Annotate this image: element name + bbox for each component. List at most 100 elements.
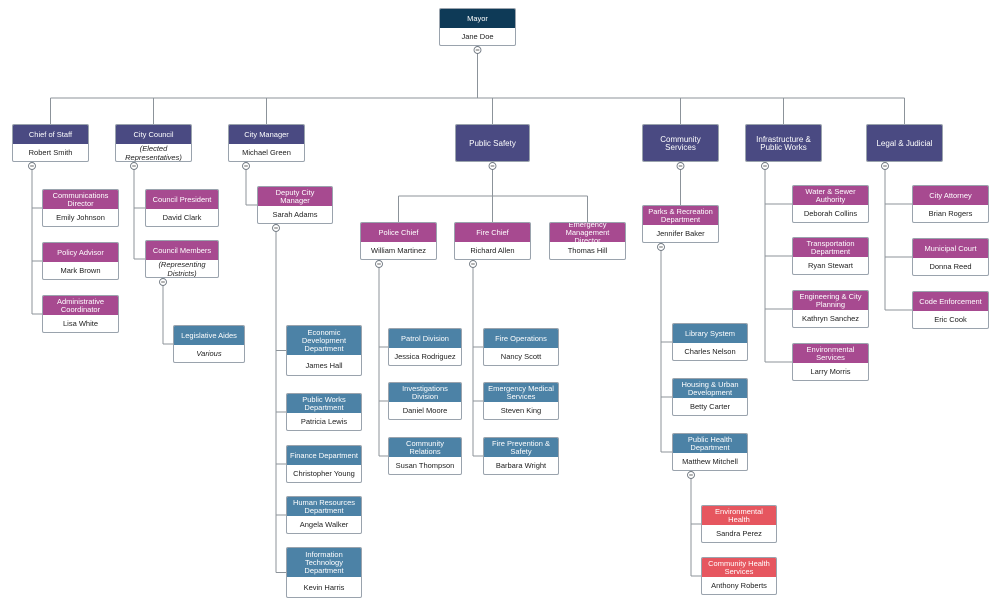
node-name: Larry Morris [810, 367, 851, 377]
node-name: Ryan Stewart [807, 261, 854, 271]
node-name: Charles Nelson [684, 347, 736, 357]
node-name: Brian Rogers [928, 209, 973, 219]
org-node-legal-judicial[interactable]: Legal & Judicial [866, 124, 943, 162]
node-title: Human Resources Department [287, 497, 361, 516]
collapse-toggle-icon[interactable] [130, 162, 138, 170]
collapse-toggle-icon[interactable] [473, 46, 482, 54]
collapse-toggle-icon[interactable] [272, 224, 280, 232]
collapse-toggle-icon[interactable] [881, 162, 889, 170]
node-title: Emergency Management Director [550, 223, 625, 244]
node-title: Environmental Services [793, 344, 868, 363]
collapse-toggle-icon[interactable] [375, 260, 383, 268]
node-name: Daniel Moore [402, 406, 448, 416]
node-name: Mark Brown [60, 266, 101, 276]
org-node-infrastructure[interactable]: Infrastructure & Public Works [745, 124, 822, 162]
node-title: Council Members [146, 241, 218, 260]
node-name: Kevin Harris [303, 582, 345, 592]
node-name: Michael Green [242, 148, 291, 158]
node-title: Municipal Court [913, 239, 988, 258]
node-name: Jessica Rodriguez [394, 352, 456, 362]
collapse-toggle-icon[interactable] [761, 162, 769, 170]
node-name: (Elected Representatives) [125, 144, 182, 162]
node-title: Economic Development Department [287, 326, 361, 355]
node-name: Angela Walker [299, 520, 349, 530]
node-title: Public Safety [456, 125, 529, 161]
collapse-toggle-icon[interactable] [676, 162, 685, 170]
node-title: Legislative Aides [174, 326, 244, 345]
collapse-toggles [28, 46, 889, 479]
node-title: Parks & Recreation Department [643, 206, 718, 225]
collapse-toggle-icon[interactable] [469, 260, 477, 268]
node-name: Eric Cook [934, 315, 967, 325]
org-node-council-members[interactable]: Council Members(Representing Districts) [145, 240, 219, 278]
collapse-toggle-icon[interactable] [159, 278, 167, 286]
org-node-city-council[interactable]: City Council(Elected Representatives) [115, 124, 192, 162]
collapse-toggle-icon[interactable] [687, 471, 695, 479]
node-name: Deborah Collins [803, 209, 858, 219]
node-name: Various [196, 349, 222, 359]
node-name: Anthony Roberts [711, 581, 767, 591]
node-title: Housing & Urban Development [673, 379, 747, 398]
org-node-community-services[interactable]: Community Services [642, 124, 719, 162]
node-name: James Hall [305, 360, 343, 370]
collapse-toggle-icon[interactable] [242, 162, 250, 170]
node-title: Fire Prevention & Safety [484, 438, 558, 457]
connector-lines [31, 53, 912, 577]
org-node-public-safety[interactable]: Public Safety [455, 124, 530, 162]
node-title: Public Health Department [673, 434, 747, 453]
collapse-toggle-icon[interactable] [28, 162, 36, 170]
node-name: Richard Allen [470, 246, 515, 256]
node-name: Emily Johnson [56, 213, 105, 223]
node-title: City Council [116, 125, 191, 144]
node-title: Administrative Coordinator [43, 296, 118, 315]
node-title: Mayor [440, 9, 515, 28]
collapse-toggle-icon[interactable] [488, 162, 497, 170]
collapse-toggle-icon[interactable] [657, 243, 665, 251]
node-title: Emergency Medical Services [484, 383, 558, 402]
node-name: Sandra Perez [716, 529, 762, 539]
node-title: Information Technology Department [287, 548, 361, 577]
node-name: David Clark [162, 213, 202, 223]
node-title: Community Services [643, 125, 718, 161]
node-title: Deputy City Manager [258, 187, 332, 206]
node-name: Susan Thompson [395, 461, 455, 471]
node-title: Code Enforcement [913, 292, 988, 311]
node-title: Council President [146, 190, 218, 209]
